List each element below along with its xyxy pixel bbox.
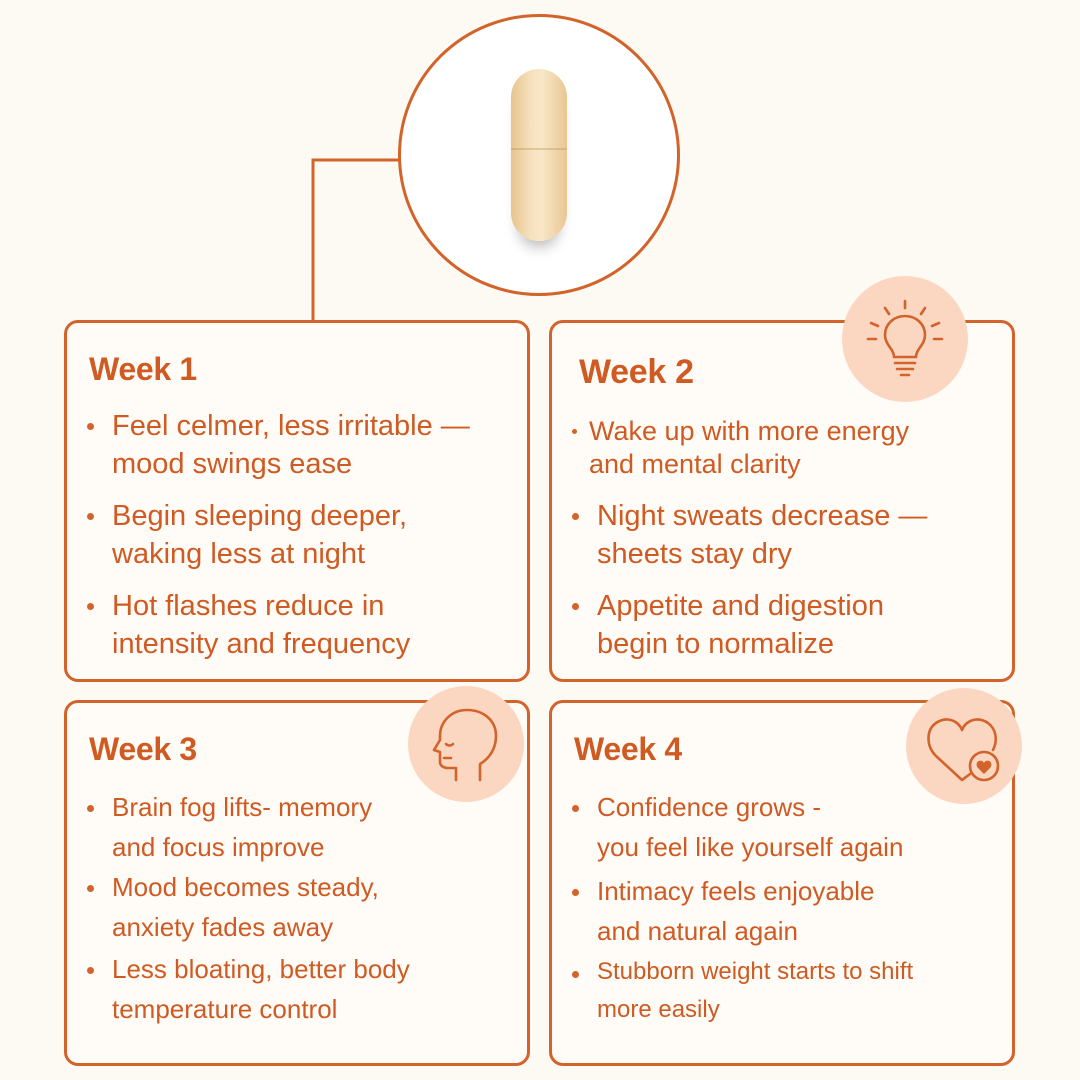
week-3-title: Week 3 <box>89 731 197 767</box>
bullet-dot <box>87 967 94 974</box>
week-1-title: Week 1 <box>89 351 197 387</box>
capsule-image-frame <box>398 14 680 296</box>
week-1-card: Week 1 Feel celmer, less irritable — moo… <box>64 320 530 682</box>
list-item: Brain fog lifts- memory and focus improv… <box>87 787 517 867</box>
bullet-text: Less bloating, better body temperature c… <box>112 954 410 1024</box>
week-4-title: Week 4 <box>574 731 682 767</box>
bullet-dot <box>572 971 579 978</box>
list-item: Intimacy feels enjoyable and natural aga… <box>572 871 1002 951</box>
list-item: Feel celmer, less irritable — mood swing… <box>87 407 517 483</box>
bullet-text: Night sweats decrease — sheets stay dry <box>597 500 928 570</box>
bullet-text: Appetite and digestion begin to normaliz… <box>597 590 884 660</box>
list-item: Hot flashes reduce in intensity and freq… <box>87 587 517 663</box>
bullet-text: Wake up with more energy and mental clar… <box>589 416 910 479</box>
bullet-dot <box>87 805 94 812</box>
bullet-text: Confidence grows - you feel like yoursel… <box>597 792 904 862</box>
bullet-dot <box>572 429 577 434</box>
bullet-dot <box>572 805 579 812</box>
bullet-text: Brain fog lifts- memory and focus improv… <box>112 792 373 862</box>
bullet-text: Begin sleeping deeper, waking less at ni… <box>112 500 408 570</box>
list-item: Wake up with more energy and mental clar… <box>572 415 1002 481</box>
bullet-dot <box>572 889 579 896</box>
list-item: Confidence grows - you feel like yoursel… <box>572 787 1002 867</box>
list-item: Less bloating, better body temperature c… <box>87 949 517 1029</box>
bullet-dot <box>87 603 94 610</box>
bullet-text: Stubborn weight starts to shift more eas… <box>597 958 914 1023</box>
head-profile-icon <box>408 686 524 802</box>
week-2-title: Week 2 <box>579 353 694 391</box>
list-item: Night sweats decrease — sheets stay dry <box>572 497 1002 573</box>
bullet-dot <box>87 513 94 520</box>
bullet-dot <box>87 885 94 892</box>
lightbulb-icon <box>842 276 968 402</box>
bullet-dot <box>572 603 579 610</box>
bullet-text: Feel celmer, less irritable — mood swing… <box>112 410 470 480</box>
bullet-dot <box>87 423 94 430</box>
bullet-dot <box>572 513 579 520</box>
list-item: Appetite and digestion begin to normaliz… <box>572 587 1002 663</box>
bullet-text: Intimacy feels enjoyable and natural aga… <box>597 876 875 946</box>
list-item: Mood becomes steady, anxiety fades away <box>87 867 517 947</box>
heart-check-icon <box>906 688 1022 804</box>
capsule-image <box>511 69 567 241</box>
bullet-text: Hot flashes reduce in intensity and freq… <box>112 590 411 660</box>
list-item: Begin sleeping deeper, waking less at ni… <box>87 497 517 573</box>
bullet-text: Mood becomes steady, anxiety fades away <box>112 872 379 942</box>
list-item: Stubborn weight starts to shift more eas… <box>572 953 1002 1029</box>
